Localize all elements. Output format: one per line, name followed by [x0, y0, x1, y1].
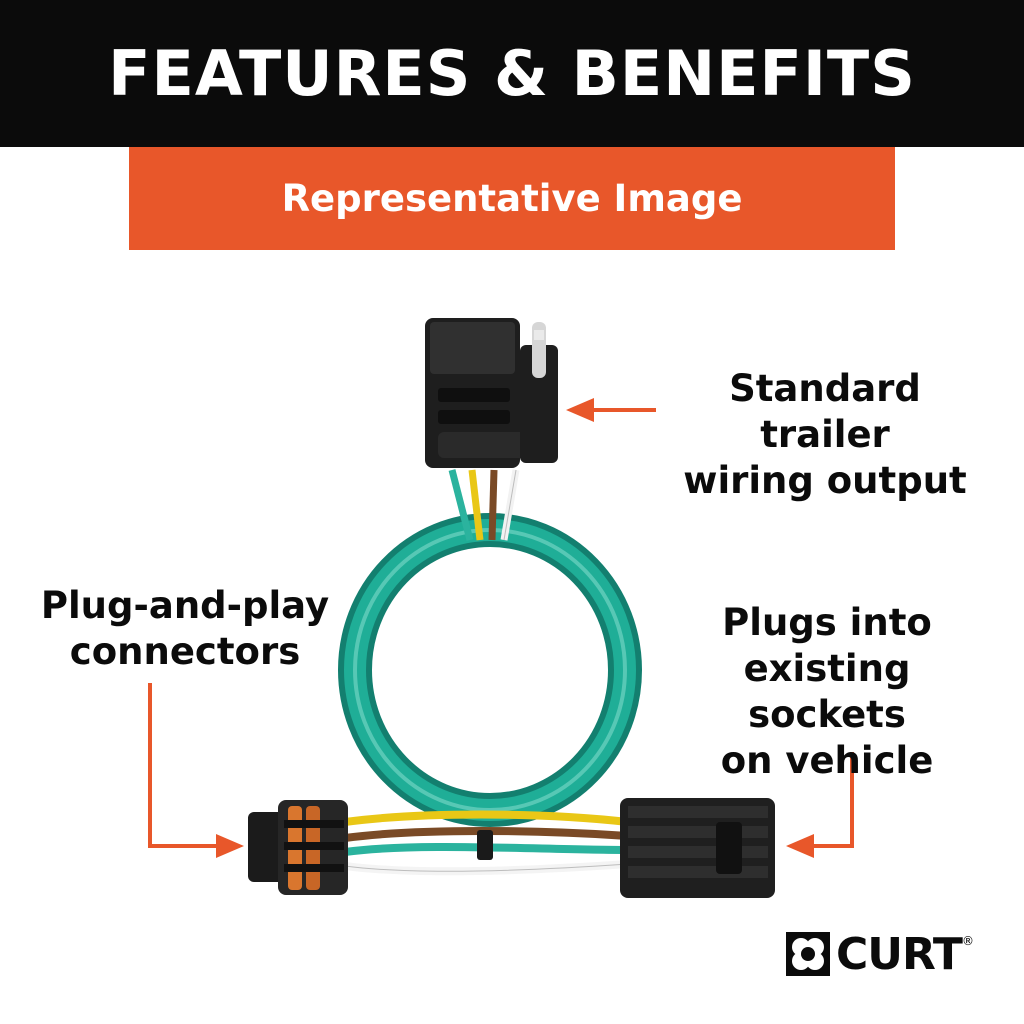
- registered-mark: ®: [961, 934, 974, 948]
- callout-existing-sockets: Plugs into existing sockets on vehicle: [662, 600, 992, 784]
- header-bar: FEATURES & BENEFITS: [0, 0, 1024, 147]
- callout-standard-output: Standard trailer wiring output: [660, 366, 990, 504]
- callout-line: Plug-and-play: [40, 584, 330, 627]
- sub-banner: Representative Image: [129, 147, 895, 250]
- curt-logo-icon: [786, 932, 830, 976]
- arrow-left-icon: [566, 398, 656, 422]
- callout-plug-and-play: Plug-and-play connectors: [30, 583, 340, 675]
- page-title: FEATURES & BENEFITS: [108, 37, 916, 110]
- bottom-wires: [344, 810, 629, 876]
- callout-line: connectors: [69, 630, 301, 673]
- right-socket-connector: [620, 798, 775, 898]
- arrow-right-icon: [148, 683, 244, 858]
- arrow-left-icon: [786, 752, 854, 858]
- curt-logo: CURT ®: [786, 928, 974, 980]
- callout-line: wiring output: [683, 459, 967, 502]
- callout-line: Plugs into: [722, 601, 932, 644]
- flat-4-connector: [425, 318, 558, 468]
- brand-name: CURT: [836, 928, 963, 980]
- wire-harness-loop: [338, 513, 642, 827]
- callout-line: existing sockets: [743, 647, 911, 736]
- callout-line: on vehicle: [720, 739, 934, 782]
- top-connector-wires: [448, 469, 520, 541]
- left-plug-connector: [248, 800, 348, 895]
- callout-line: Standard trailer: [729, 367, 921, 456]
- sub-banner-label: Representative Image: [281, 177, 743, 220]
